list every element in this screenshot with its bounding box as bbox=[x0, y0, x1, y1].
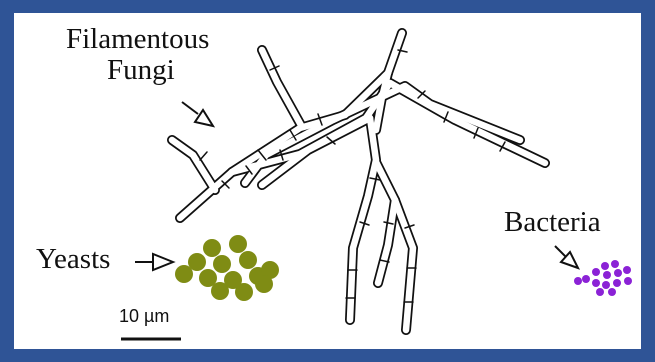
fungi-label-line2: Fungi bbox=[107, 56, 175, 85]
yeast-cells bbox=[175, 235, 279, 301]
bacteria-cells bbox=[574, 260, 632, 296]
bacteria-arrow-icon bbox=[555, 246, 578, 268]
yeast-arrow-icon bbox=[135, 254, 173, 270]
fungi-arrow-icon bbox=[182, 102, 213, 126]
scale-label: 10 µm bbox=[119, 306, 169, 327]
bacteria-label: Bacteria bbox=[504, 208, 601, 237]
yeasts-label: Yeasts bbox=[36, 245, 110, 274]
fungi-label-line1: Filamentous bbox=[66, 25, 209, 54]
